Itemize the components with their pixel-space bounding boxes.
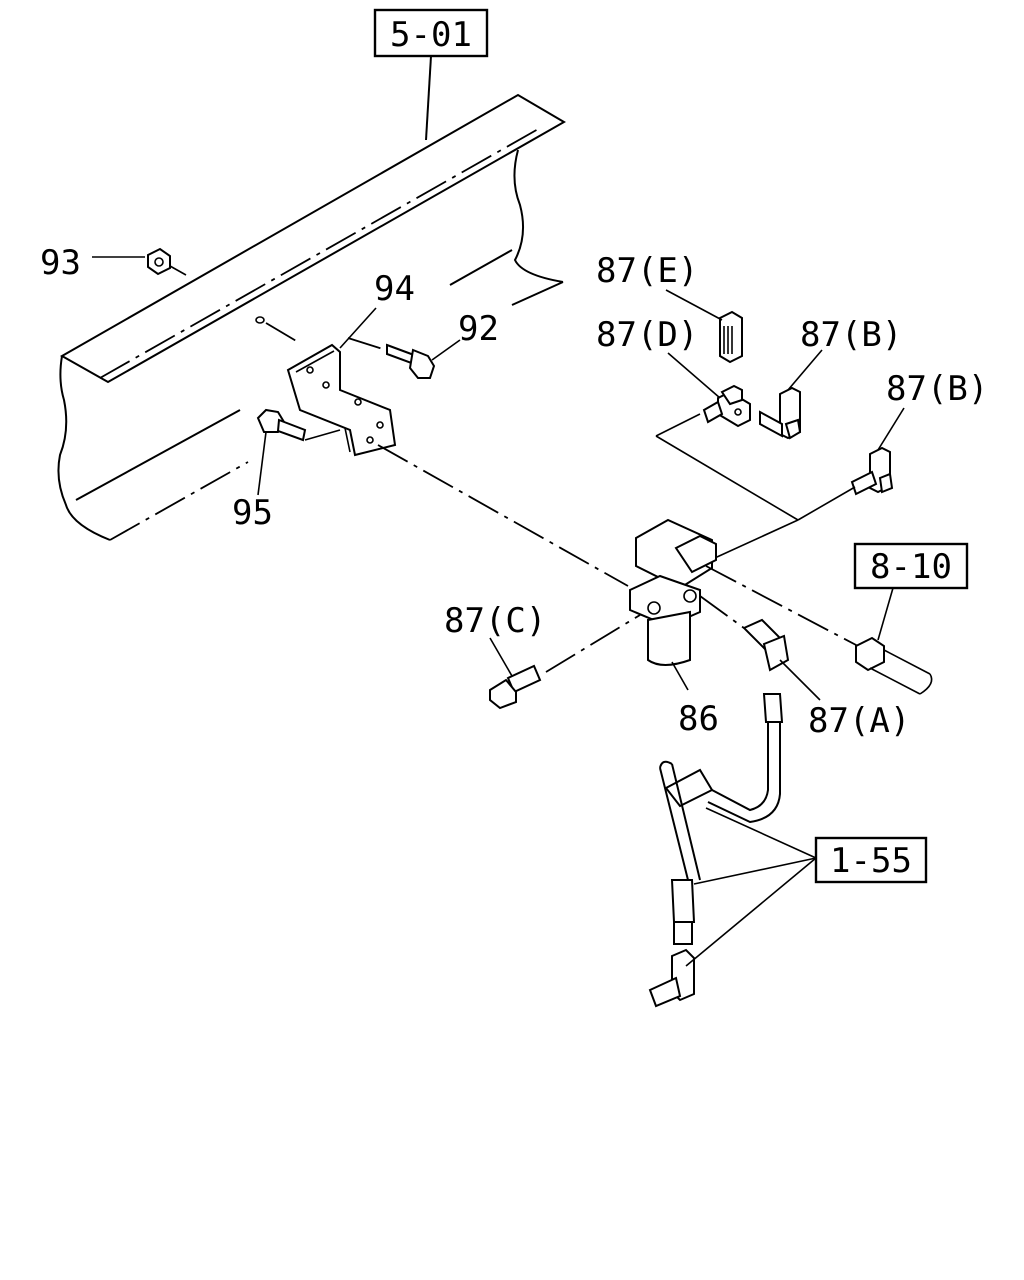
ref-box-5-01[interactable]: 5-01	[373, 8, 489, 58]
part-label-87b-top: 87(B)	[800, 315, 902, 355]
hose-assembly[interactable]	[648, 693, 784, 1008]
ref-box-8-10[interactable]: 8-10	[853, 542, 969, 590]
part-label-87b-right: 87(B)	[886, 369, 988, 409]
bolt-92[interactable]	[386, 343, 436, 379]
fitting-87b-right[interactable]	[850, 446, 894, 496]
valve-86[interactable]	[629, 518, 717, 666]
part-label-95: 95	[232, 493, 273, 533]
part-label-93: 93	[40, 243, 81, 283]
bracket-94[interactable]	[286, 343, 397, 457]
part-label-92: 92	[458, 309, 499, 349]
ref-label-8-10: 8-10	[870, 547, 952, 587]
part-label-87d: 87(D)	[596, 315, 698, 355]
fitting-87b-top[interactable]	[759, 386, 802, 440]
part-label-87e: 87(E)	[596, 251, 698, 291]
part-label-94: 94	[374, 269, 415, 309]
ref-box-1-55[interactable]: 1-55	[814, 836, 928, 884]
fitting-87c[interactable]	[489, 664, 542, 710]
part-label-86: 86	[678, 699, 719, 739]
bolt-95[interactable]	[256, 408, 307, 442]
ref-label-5-01: 5-01	[390, 15, 472, 55]
connector-8-10[interactable]	[855, 636, 933, 695]
nut-93[interactable]	[147, 247, 171, 276]
part-label-87c: 87(C)	[444, 601, 546, 641]
rail-hole	[255, 316, 265, 324]
frame-rail	[57, 93, 566, 541]
ref-label-1-55: 1-55	[830, 841, 912, 881]
fitting-87d[interactable]	[702, 384, 751, 428]
part-label-87a: 87(A)	[808, 701, 910, 741]
fitting-87e[interactable]	[719, 310, 743, 364]
